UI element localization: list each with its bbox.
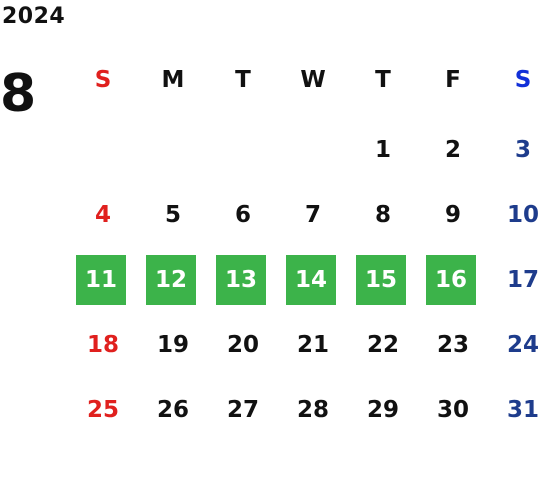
highlighted-day-cell: 11 <box>76 255 126 305</box>
highlighted-day-cell: 16 <box>426 255 476 305</box>
day-cell: 1 <box>374 136 391 163</box>
day-cell: 18 <box>86 331 119 358</box>
weekday-header-wednesday: W <box>300 66 326 93</box>
weekday-header-tuesday: T <box>235 66 251 93</box>
weekday-header-row: S M T W T F S <box>68 55 548 105</box>
day-cell: 24 <box>506 331 539 358</box>
day-cell: 21 <box>296 331 329 358</box>
day-cell: 2 <box>444 136 461 163</box>
day-cell: 10 <box>506 201 539 228</box>
day-cell: 8 <box>374 201 391 228</box>
day-cell: 29 <box>366 396 399 423</box>
weekday-header-saturday: S <box>514 66 532 93</box>
highlighted-day-cell: 14 <box>286 255 336 305</box>
month-label: 8 <box>0 64 37 124</box>
week-row: 18 19 20 21 22 23 24 <box>68 320 548 370</box>
day-cell <box>218 125 268 175</box>
day-cell <box>288 125 338 175</box>
day-cell: 9 <box>444 201 461 228</box>
day-cell: 30 <box>436 396 469 423</box>
highlighted-day-cell: 15 <box>356 255 406 305</box>
year-label: 2024 <box>2 4 66 29</box>
day-cell <box>78 125 128 175</box>
week-row: 4 5 6 7 8 9 10 <box>68 190 548 240</box>
day-cell: 3 <box>514 136 531 163</box>
day-cell: 31 <box>506 396 539 423</box>
week-row: 25 26 27 28 29 30 31 <box>68 385 548 435</box>
weekday-header-monday: M <box>161 66 185 93</box>
day-cell: 23 <box>436 331 469 358</box>
highlighted-day-cell: 13 <box>216 255 266 305</box>
weekday-header-thursday: T <box>375 66 391 93</box>
day-cell <box>148 125 198 175</box>
day-cell: 26 <box>156 396 189 423</box>
day-cell: 19 <box>156 331 189 358</box>
highlighted-day-cell: 12 <box>146 255 196 305</box>
day-cell: 22 <box>366 331 399 358</box>
day-cell: 20 <box>226 331 259 358</box>
day-cell: 5 <box>164 201 181 228</box>
week-row: 11 12 13 14 15 16 17 <box>68 255 548 305</box>
day-cell: 17 <box>506 266 539 293</box>
week-row: 1 2 3 <box>68 125 548 175</box>
day-cell: 7 <box>304 201 321 228</box>
day-cell: 28 <box>296 396 329 423</box>
day-cell: 27 <box>226 396 259 423</box>
day-cell: 6 <box>234 201 251 228</box>
day-cell: 25 <box>86 396 119 423</box>
weekday-header-friday: F <box>445 66 461 93</box>
weekday-header-sunday: S <box>94 66 112 93</box>
day-cell: 4 <box>94 201 111 228</box>
